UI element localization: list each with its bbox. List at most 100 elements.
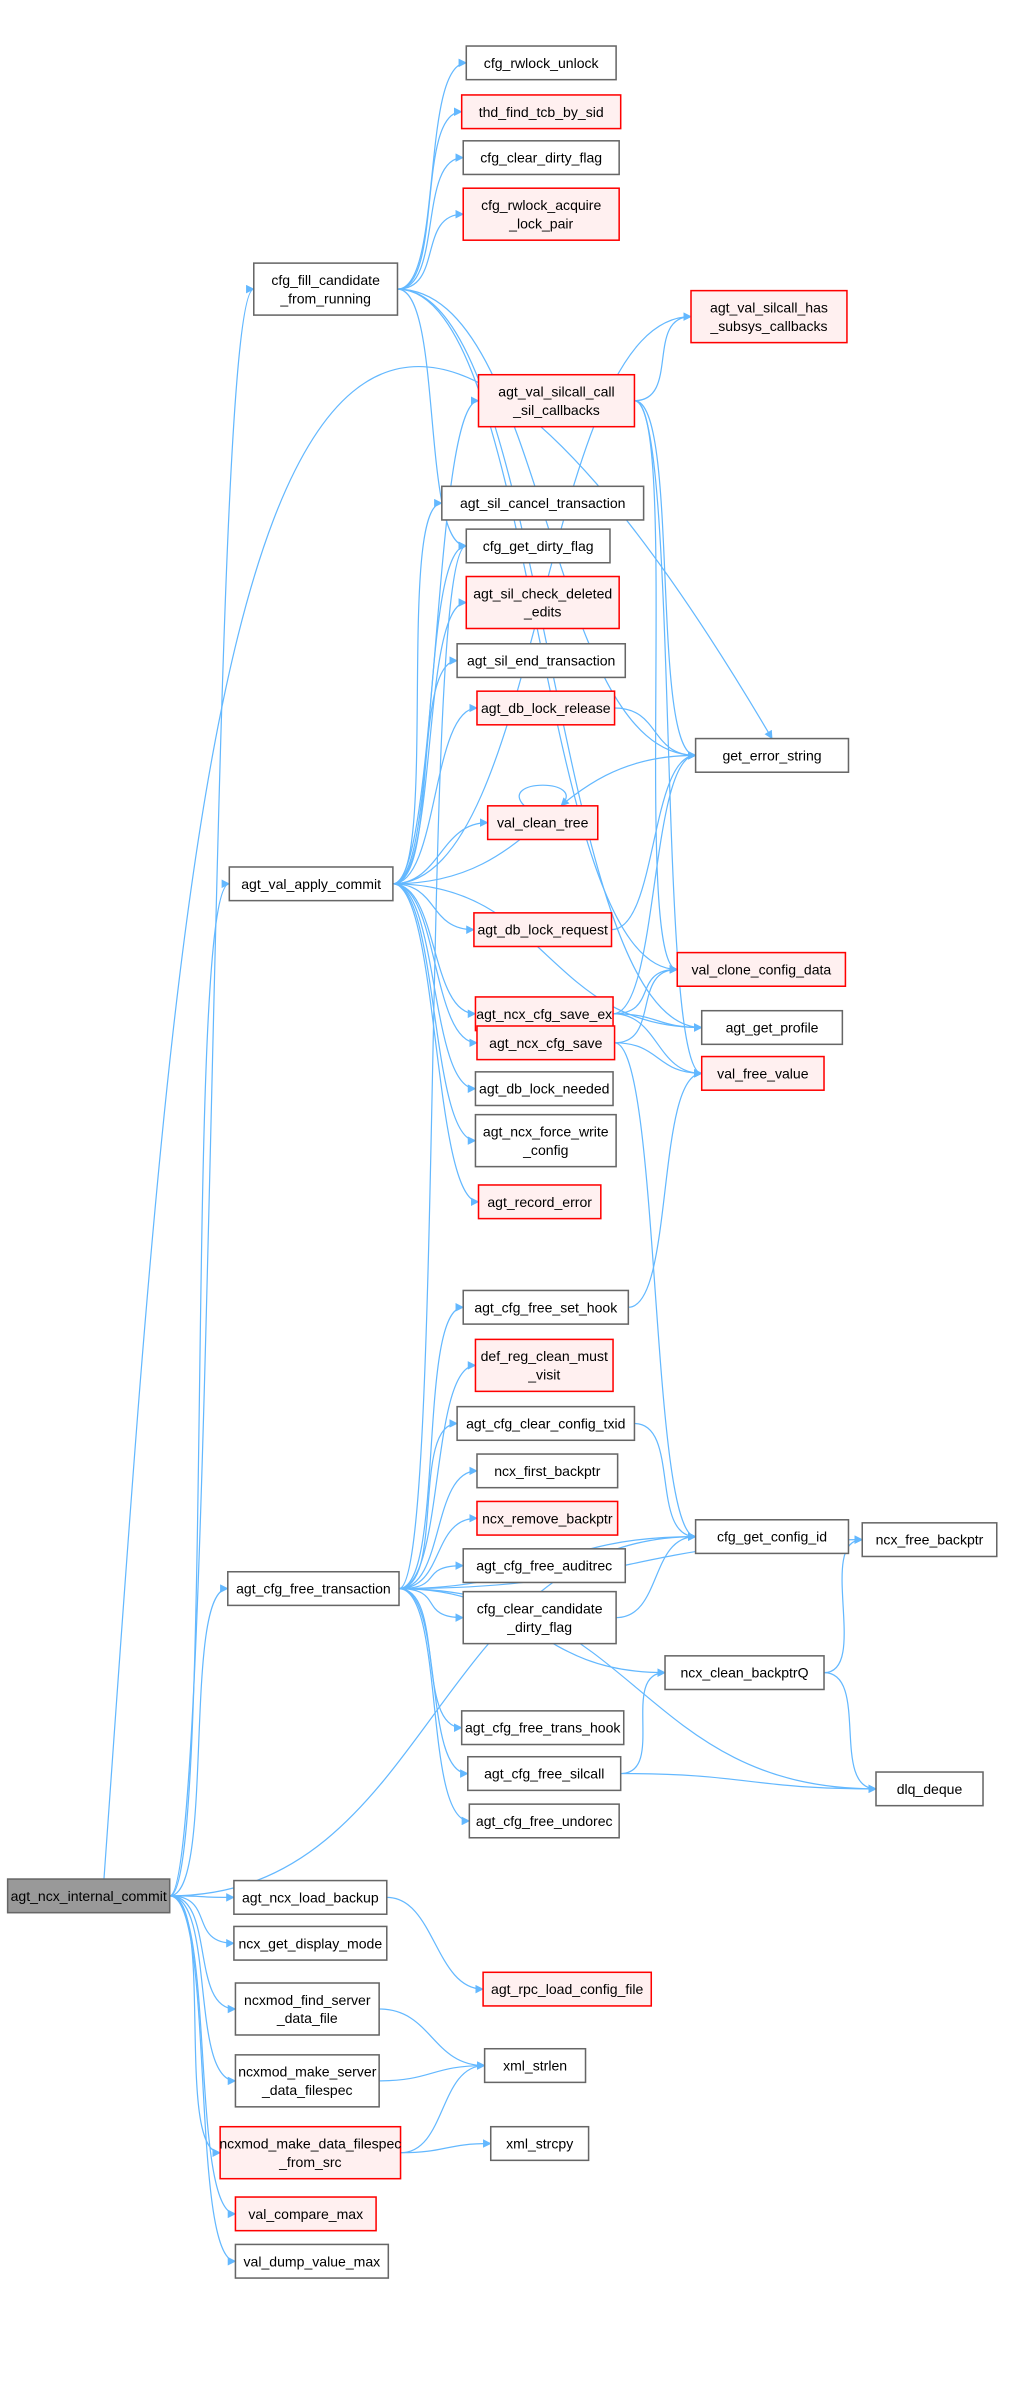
node-label: val_clone_config_data [691, 961, 831, 977]
node-label: _sil_callbacks [512, 402, 600, 418]
edge-agt-db-lock-request-to-get-error-string [611, 751, 697, 931]
edge-agt-ncx-cfg-save-ex-to-val-free-value [613, 1013, 703, 1078]
node-ncxmod-make-server-data-filespec[interactable]: ncxmod_make_server _data_filespec [234, 2054, 380, 2108]
node-agt-sil-cancel-transaction[interactable]: agt_sil_cancel_transaction [441, 485, 645, 521]
edge-cfg-fill-candidate-from-running-to-cfg-rwlock-acquire-lock-pair [397, 209, 465, 290]
node-label: ncx_first_backptr [494, 1463, 600, 1479]
node-agt-get-profile[interactable]: agt_get_profile [700, 1009, 844, 1046]
node-box [664, 1655, 825, 1691]
node-agt-cfg-free-silcall[interactable]: agt_cfg_free_silcall [467, 1755, 622, 1792]
edge-ncx-clean-backptrQ-to-ncx-free-backptr [824, 1535, 864, 1674]
node-agt-record-error[interactable]: agt_record_error [477, 1184, 602, 1220]
edge-agt-val-apply-commit-to-agt-sil-check-deleted-edits [392, 598, 468, 885]
node-ncxmod-make-data-filespec-from-src[interactable]: ncxmod_make_data_filespec _from_src [219, 2125, 402, 2180]
node-box [465, 528, 611, 564]
node-box [474, 996, 614, 1032]
node-agt-sil-end-transaction[interactable]: agt_sil_end_transaction [456, 643, 627, 679]
node-ncx-first-backptr[interactable]: ncx_first_backptr [476, 1453, 619, 1489]
node-label: cfg_get_config_id [717, 1529, 827, 1545]
node-label: agt_ncx_force_write [483, 1124, 609, 1140]
node-cfg-get-config-id[interactable]: cfg_get_config_id [694, 1519, 850, 1555]
node-box [694, 1519, 850, 1555]
node-agt-cfg-free-trans-hook[interactable]: agt_cfg_free_trans_hook [460, 1710, 625, 1746]
node-agt-ncx-force-write-config[interactable]: agt_ncx_force_write_config [474, 1113, 617, 1168]
node-agt-ncx-load-backup[interactable]: agt_ncx_load_backup [233, 1879, 388, 1915]
node-agt-cfg-free-auditrec[interactable]: agt_cfg_free_auditrec [462, 1548, 627, 1584]
node-val-free-value[interactable]: val_free_value [700, 1055, 825, 1091]
node-get-error-string[interactable]: get_error_string [694, 737, 850, 773]
node-ncx-free-backptr[interactable]: ncx_free_backptr [861, 1522, 998, 1558]
node-agt-cfg-free-set-hook[interactable]: agt_cfg_free_set_hook [462, 1289, 630, 1325]
node-agt-val-apply-commit[interactable]: agt_val_apply_commit [228, 866, 394, 902]
node-cfg-get-dirty-flag[interactable]: cfg_get_dirty_flag [465, 528, 611, 564]
node-agt-val-silcall-has-subsys-callbacks[interactable]: agt_val_silcall_has_subsys_callbacks [690, 289, 848, 344]
node-thd-find-tcb-by-sid[interactable]: thd_find_tcb_by_sid [460, 94, 622, 130]
edge-agt-ncx-internal-commit-to-agt-ncx-load-backup [169, 1893, 235, 1902]
node-agt-ncx-cfg-save-ex[interactable]: agt_ncx_cfg_save_ex [474, 996, 614, 1032]
edge-agt-val-apply-commit-to-agt-db-lock-request [392, 883, 475, 934]
edge-agt-val-apply-commit-to-agt-db-lock-release [392, 703, 478, 885]
node-label: agt_cfg_free_set_hook [474, 1299, 618, 1315]
node-cfg-clear-candidate-dirty-flag[interactable]: cfg_clear_candidate_dirty_flag [462, 1590, 617, 1645]
node-def-reg-clean-must-visit[interactable]: def_reg_clean_must_visit [474, 1338, 614, 1393]
node-agt-val-silcall-call-sil-callbacks[interactable]: agt_val_silcall_call_sil_callbacks [477, 373, 636, 428]
node-ncx-get-display-mode[interactable]: ncx_get_display_mode [233, 1925, 388, 1961]
edge-agt-val-apply-commit-to-agt-sil-end-transaction [392, 656, 458, 885]
node-ncxmod-find-server-data-file[interactable]: ncxmod_find_server_data_file [234, 1982, 380, 2036]
edge-agt-ncx-internal-commit-to-cfg-fill-candidate-from-running [169, 285, 255, 1897]
node-agt-db-lock-request[interactable]: agt_db_lock_request [473, 912, 613, 948]
edge-agt-val-apply-commit-to-agt-sil-cancel-transaction [392, 498, 443, 885]
node-val-clone-config-data[interactable]: val_clone_config_data [676, 951, 847, 987]
node-box [234, 1982, 380, 2036]
edge-agt-ncx-internal-commit-to-ncxmod-make-server-data-filespec [169, 1895, 237, 2086]
node-label: ncxmod_make_server [238, 2064, 377, 2080]
node-cfg-clear-dirty-flag[interactable]: cfg_clear_dirty_flag [462, 140, 620, 176]
node-label: _data_filespec [261, 2082, 353, 2098]
node-val-compare-max[interactable]: val_compare_max [234, 2196, 377, 2232]
node-label: val_free_value [717, 1065, 809, 1081]
node-agt-cfg-free-undorec[interactable]: agt_cfg_free_undorec [468, 1803, 620, 1839]
node-agt-db-lock-needed[interactable]: agt_db_lock_needed [474, 1071, 614, 1107]
node-label: agt_sil_check_deleted [473, 585, 612, 601]
node-label: get_error_string [722, 747, 821, 763]
node-box [233, 1925, 388, 1961]
node-agt-cfg-free-transaction[interactable]: agt_cfg_free_transaction [227, 1570, 400, 1607]
node-box [465, 45, 617, 81]
edge-agt-cfg-free-silcall-to-ncx-clean-backptrQ [620, 1668, 666, 1775]
node-box [219, 2125, 402, 2180]
node-box [482, 1971, 653, 2007]
node-cfg-rwlock-acquire-lock-pair[interactable]: cfg_rwlock_acquire_lock_pair [462, 187, 620, 241]
node-label: ncxmod_make_data_filespec [219, 2136, 401, 2152]
node-xml-strlen[interactable]: xml_strlen [483, 2047, 587, 2084]
node-agt-db-lock-release[interactable]: agt_db_lock_release [476, 690, 616, 726]
node-box [234, 2054, 380, 2108]
node-val-clean-tree[interactable]: val_clean_tree [486, 805, 599, 841]
node-agt-sil-check-deleted-edits[interactable]: agt_sil_check_deleted_edits [465, 575, 620, 630]
node-cfg-rwlock-unlock[interactable]: cfg_rwlock_unlock [465, 45, 617, 81]
node-label: _from_src [278, 2154, 341, 2170]
node-val-dump-value-max[interactable]: val_dump_value_max [234, 2243, 390, 2279]
node-ncx-clean-backptrQ[interactable]: ncx_clean_backptrQ [664, 1655, 825, 1691]
edge-ncxmod-make-server-data-filespec-to-xml-strlen [379, 2061, 486, 2082]
node-box [253, 262, 399, 316]
node-label: val_compare_max [248, 2206, 363, 2222]
edge-agt-cfg-clear-config-txid-to-cfg-get-config-id [634, 1422, 697, 1541]
node-agt-ncx-cfg-save[interactable]: agt_ncx_cfg_save [476, 1025, 616, 1061]
node-agt-rpc-load-config-file[interactable]: agt_rpc_load_config_file [482, 1971, 653, 2007]
node-label: agt_cfg_free_auditrec [476, 1558, 612, 1574]
edge-cfg-fill-candidate-from-running-to-val-clone-config-data [397, 288, 679, 974]
node-label: _subsys_callbacks [709, 318, 827, 334]
node-xml-strcpy[interactable]: xml_strcpy [489, 2125, 590, 2162]
edge-agt-cfg-free-transaction-to-agt-cfg-free-auditrec [399, 1561, 465, 1590]
node-box [476, 1025, 616, 1061]
node-dlq-deque[interactable]: dlq_deque [875, 1771, 984, 1807]
edge-agt-cfg-free-transaction-to-agt-cfg-free-undorec [398, 1587, 471, 1826]
node-ncx-remove-backptr[interactable]: ncx_remove_backptr [476, 1500, 619, 1536]
node-agt-ncx-internal-commit[interactable]: agt_ncx_internal_commit [6, 1878, 171, 1914]
edge-ncxmod-find-server-data-file-to-xml-strlen [379, 2008, 486, 2070]
node-label: ncxmod_find_server [244, 1992, 371, 2008]
node-cfg-fill-candidate-from-running[interactable]: cfg_fill_candidate_from_running [253, 262, 399, 316]
edge-ncx-clean-backptrQ-to-dlq-deque [824, 1672, 877, 1794]
node-agt-cfg-clear-config-txid[interactable]: agt_cfg_clear_config_txid [456, 1405, 636, 1442]
node-box [234, 2243, 390, 2279]
